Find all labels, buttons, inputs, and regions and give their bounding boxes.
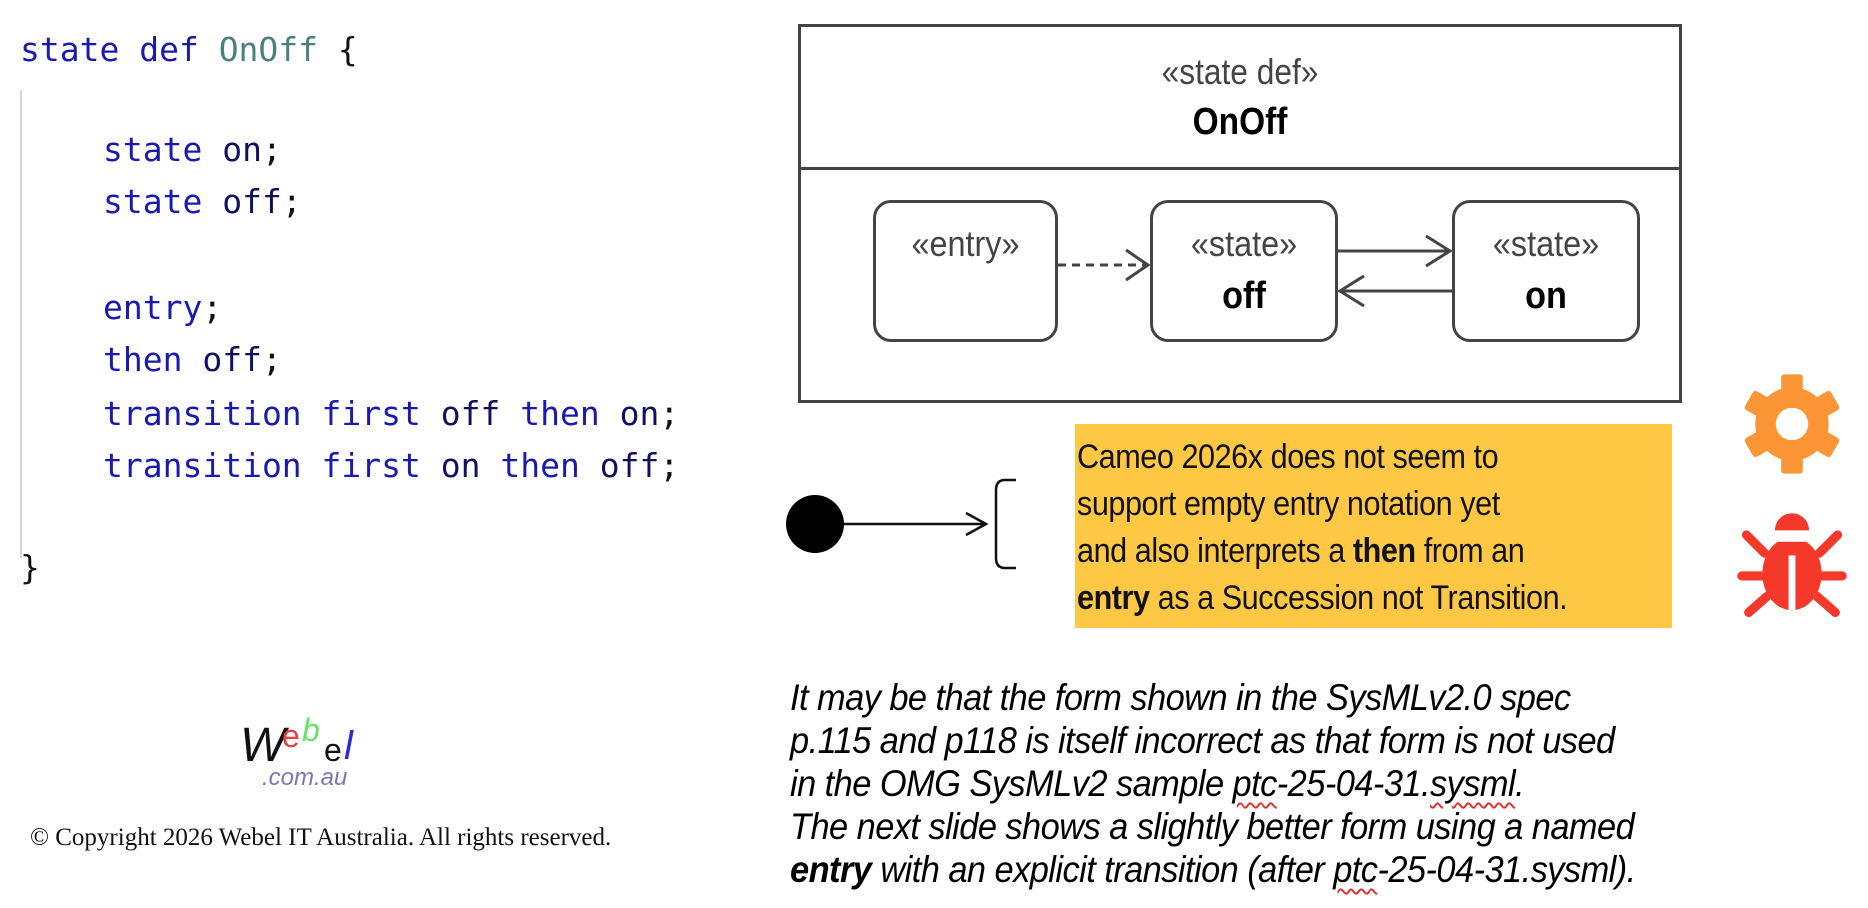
note-text: support empty entry notation yet: [1077, 485, 1500, 523]
explanation-paragraph: It may be that the form shown in the Sys…: [790, 676, 1699, 891]
copyright-notice: © Copyright 2026 Webel IT Australia. All…: [30, 824, 612, 851]
code-token: entry: [103, 288, 203, 327]
paragraph-text: The next slide shows a slightly better f…: [790, 806, 1635, 847]
code-token: {: [318, 30, 358, 69]
code-token: transition: [103, 446, 322, 485]
def-stereotype: «state def»: [1161, 51, 1319, 92]
warning-note: Cameo 2026x does not seem to support emp…: [1075, 424, 1672, 628]
spellcheck-word: ptc: [1232, 763, 1278, 804]
note-line: support empty entry notation yet: [1077, 481, 1611, 528]
paragraph-keyword: entry: [790, 849, 872, 890]
paragraph-text: .: [1515, 763, 1525, 804]
logo-e2: e: [324, 732, 342, 768]
code-token: then: [103, 340, 203, 379]
code-token: state def: [20, 30, 219, 69]
on-stereotype: «state»: [1492, 223, 1600, 264]
code-line-then-off: then off;: [103, 340, 282, 379]
note-keyword: then: [1352, 532, 1416, 570]
code-token: transition: [103, 394, 322, 433]
code-token: ;: [261, 340, 282, 379]
state-def-diagram: «state def» OnOff: [798, 24, 1682, 403]
code-line-state-off: state off;: [103, 182, 302, 221]
bug-icon: [1737, 513, 1847, 617]
state-node-off[interactable]: «state» off: [1150, 200, 1338, 342]
note-line: Cameo 2026x does not seem to: [1077, 434, 1611, 481]
code-line-state-def: state def OnOff {: [20, 30, 358, 69]
paragraph-text: in the OMG SysMLv2 sample: [790, 763, 1233, 804]
initial-arrow: [844, 511, 989, 537]
indent-guide: [20, 90, 22, 558]
paragraph-line: The next slide shows a slightly better f…: [790, 805, 1636, 848]
note-text: as a Succession not Transition.: [1149, 579, 1568, 617]
paragraph-text: It may be that the form shown in the Sys…: [790, 677, 1571, 718]
code-line-transition-off-on: transition first off then on;: [103, 394, 679, 433]
note-text: and also interprets a: [1077, 532, 1353, 570]
code-line-close-brace: }: [20, 548, 40, 587]
webel-logo[interactable]: W e b e l .com.au: [240, 712, 370, 791]
logo-domain: .com.au: [262, 764, 348, 791]
code-token: then: [500, 446, 600, 485]
code-token: off: [599, 446, 660, 485]
code-token: ;: [281, 182, 302, 221]
code-token: }: [20, 548, 40, 587]
code-token: first: [321, 446, 441, 485]
code-token: off: [202, 340, 262, 379]
off-name: off: [1222, 275, 1266, 317]
paragraph-text: -25-04-31.sysml).: [1377, 849, 1636, 890]
code-token: ;: [261, 130, 282, 169]
def-name: OnOff: [1192, 101, 1288, 143]
note-text: from an: [1415, 532, 1525, 570]
code-line-transition-on-off: transition first on then off;: [103, 446, 679, 485]
code-token: state: [103, 182, 223, 221]
paragraph-line: It may be that the form shown in the Sys…: [790, 676, 1636, 719]
code-token: off: [222, 182, 282, 221]
code-token: off: [440, 394, 521, 433]
diagram-header: «state def» OnOff: [801, 27, 1679, 170]
paragraph-text: p.115 and p118 is itself incorrect as th…: [790, 720, 1615, 761]
entry-node[interactable]: «entry»: [873, 200, 1058, 342]
paragraph-text: with an explicit transition (after: [871, 849, 1334, 890]
code-token: ;: [659, 446, 680, 485]
code-token: ;: [202, 288, 223, 327]
logo-b: b: [302, 712, 320, 748]
spellcheck-word: sysml: [1429, 763, 1516, 804]
note-line: and also interprets a then from an: [1077, 528, 1611, 575]
paragraph-text: -25-04-31.: [1276, 763, 1431, 804]
logo-e1: e: [282, 718, 300, 754]
code-token: state: [103, 130, 223, 169]
initial-node-icon: [786, 495, 844, 553]
code-token: on: [440, 446, 501, 485]
paragraph-line: in the OMG SysMLv2 sample ptc-25-04-31.s…: [790, 762, 1636, 805]
off-stereotype: «state»: [1190, 223, 1298, 264]
note-keyword: entry: [1077, 579, 1150, 617]
code-line-state-on: state on;: [103, 130, 282, 169]
empty-entry-bracket-icon: [994, 478, 1016, 570]
note-text: Cameo 2026x does not seem to: [1077, 438, 1499, 476]
code-token: OnOff: [218, 30, 319, 69]
code-token: then: [520, 394, 620, 433]
spellcheck-word: ptc: [1333, 849, 1378, 890]
gear-icon: [1744, 374, 1840, 474]
paragraph-line: entry with an explicit transition (after…: [790, 848, 1636, 891]
code-token: first: [321, 394, 441, 433]
code-token: on: [619, 394, 660, 433]
code-line-entry: entry;: [103, 288, 222, 327]
on-name: on: [1525, 275, 1567, 317]
note-line: entry as a Succession not Transition.: [1077, 575, 1611, 622]
logo-l: l: [344, 724, 353, 768]
state-node-on[interactable]: «state» on: [1452, 200, 1640, 342]
logo-w: W: [240, 719, 286, 772]
code-token: ;: [659, 394, 680, 433]
paragraph-line: p.115 and p118 is itself incorrect as th…: [790, 719, 1636, 762]
entry-stereotype: «entry»: [911, 223, 1020, 264]
code-token: on: [222, 130, 262, 169]
